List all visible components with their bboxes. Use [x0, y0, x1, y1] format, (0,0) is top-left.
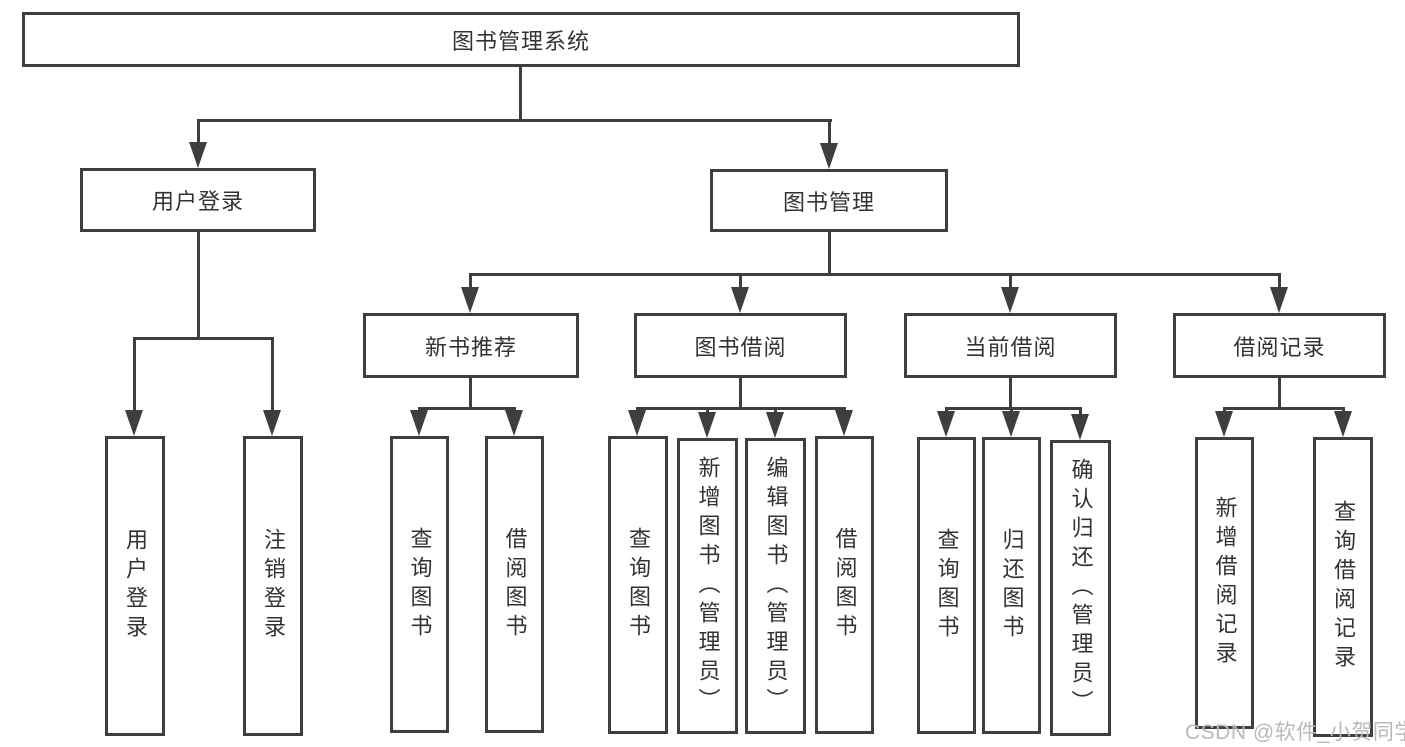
connector-line	[774, 407, 777, 415]
leaf-borrow-book-2: 借阅图书	[815, 436, 874, 734]
connector-line	[469, 377, 472, 407]
arrow-down-icon	[410, 410, 428, 436]
leaf-label: 查询借阅记录	[1331, 500, 1356, 674]
leaf-query-borrow-record: 查询借阅记录	[1313, 437, 1373, 737]
connector-line	[418, 407, 516, 410]
node-label: 图书管理	[782, 189, 875, 215]
arrow-down-icon	[1334, 411, 1352, 437]
leaf-label: 借阅图书	[502, 526, 528, 643]
connector-line	[706, 407, 709, 415]
arrow-down-icon	[505, 410, 523, 436]
leaf-return-book: 归还图书	[982, 437, 1041, 734]
arrow-down-icon	[628, 410, 646, 436]
connector-line	[828, 231, 831, 273]
leaf-label: 归还图书	[999, 527, 1025, 644]
connector-line	[945, 407, 1082, 410]
leaf-query-book-2: 查询图书	[608, 436, 668, 734]
leaf-label: 注销登录	[261, 528, 286, 644]
connector-line	[739, 273, 742, 289]
arrow-down-icon	[1071, 414, 1089, 440]
leaf-label: 编辑图书（管理员）	[763, 455, 789, 717]
node-label: 图书管理系统	[451, 28, 590, 54]
connector-line	[271, 337, 274, 410]
connector-line	[636, 407, 846, 410]
arrow-down-icon	[1001, 287, 1019, 313]
leaf-label: 查询图书	[934, 527, 960, 644]
leaf-label: 查询图书	[407, 526, 433, 643]
node-current-borrow: 当前借阅	[904, 313, 1117, 378]
connector-line	[1079, 407, 1082, 416]
node-label: 借阅记录	[1233, 334, 1326, 360]
connector-line	[1342, 407, 1345, 413]
connector-line	[519, 66, 522, 119]
arrow-down-icon	[263, 410, 281, 436]
node-borrow-record: 借阅记录	[1173, 313, 1386, 378]
arrow-down-icon	[1215, 411, 1233, 437]
connector-line	[133, 337, 274, 340]
connector-line	[1278, 273, 1281, 289]
arrow-down-icon	[1002, 411, 1020, 437]
arrow-down-icon	[731, 287, 749, 313]
connector-line	[1010, 407, 1013, 413]
connector-line	[945, 407, 948, 413]
node-label: 用户登录	[151, 189, 244, 214]
leaf-user-login: 用户登录	[105, 436, 165, 736]
arrow-down-icon	[820, 143, 838, 169]
node-book-borrow: 图书借阅	[634, 313, 847, 378]
leaf-label: 查询图书	[626, 527, 651, 643]
connector-line	[469, 273, 1281, 276]
connector-line	[469, 273, 472, 289]
arrow-down-icon	[461, 287, 479, 313]
arrow-down-icon	[125, 410, 143, 436]
leaf-add-borrow-record: 新增借阅记录	[1195, 437, 1254, 729]
node-book-management: 图书管理	[710, 169, 948, 232]
leaf-borrow-book-1: 借阅图书	[485, 436, 544, 733]
leaf-logout: 注销登录	[243, 436, 303, 736]
connector-line	[197, 119, 200, 143]
connector-line	[197, 119, 832, 122]
connector-line	[1223, 407, 1345, 410]
leaf-query-book-3: 查询图书	[917, 437, 976, 734]
node-user-login: 用户登录	[80, 168, 316, 232]
leaf-label: 确认归还（管理员）	[1068, 457, 1094, 719]
leaf-confirm-return-admin: 确认归还（管理员）	[1050, 440, 1111, 736]
node-library-system: 图书管理系统	[22, 12, 1020, 67]
connector-line	[197, 231, 200, 337]
node-label: 当前借阅	[964, 334, 1057, 360]
leaf-edit-book-admin: 编辑图书（管理员）	[745, 438, 806, 734]
connector-line	[739, 377, 742, 407]
connector-line	[1009, 273, 1012, 289]
leaf-label: 新增图书（管理员）	[695, 455, 721, 717]
node-label: 新书推荐	[424, 334, 517, 360]
connector-line	[1009, 377, 1012, 407]
arrow-down-icon	[835, 410, 853, 436]
leaf-query-book-1: 查询图书	[390, 436, 449, 733]
arrow-down-icon	[698, 412, 716, 438]
arrow-down-icon	[766, 412, 784, 438]
node-new-book-recommend: 新书推荐	[363, 313, 579, 378]
connector-line	[133, 337, 136, 410]
connector-line	[828, 119, 831, 144]
connector-line	[1223, 407, 1226, 413]
arrow-down-icon	[937, 411, 955, 437]
leaf-label: 借阅图书	[832, 527, 858, 643]
leaf-label: 新增借阅记录	[1212, 496, 1238, 670]
arrow-down-icon	[189, 142, 207, 168]
csdn-watermark: CSDN @软件_小贺同学	[1185, 721, 1405, 744]
node-label: 图书借阅	[694, 334, 787, 360]
leaf-add-book-admin: 新增图书（管理员）	[677, 438, 738, 734]
leaf-label: 用户登录	[123, 528, 148, 644]
arrow-down-icon	[1270, 287, 1288, 313]
connector-line	[1278, 377, 1281, 407]
